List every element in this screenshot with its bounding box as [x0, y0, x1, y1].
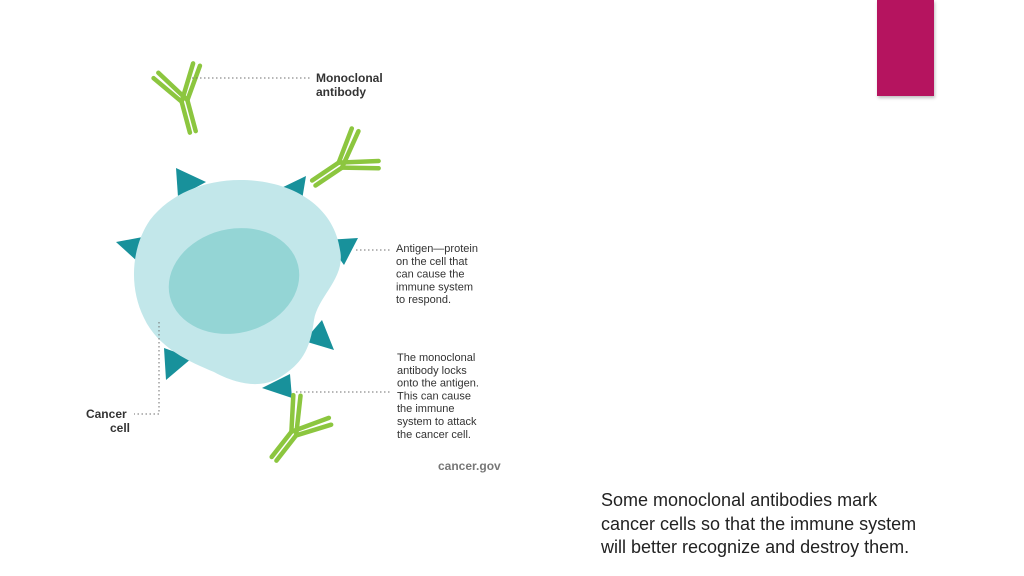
antibody-icon	[309, 126, 381, 188]
label-line: immune system	[396, 281, 473, 293]
label-line: Monoclonal	[316, 71, 383, 85]
label-line: can cause the	[396, 269, 465, 281]
label-line: cell	[110, 421, 130, 435]
slide-caption: Some monoclonal antibodies mark cancer c…	[601, 489, 1001, 560]
leader-lines	[134, 77, 392, 415]
cancer-cell	[116, 168, 358, 398]
caption-line: Some monoclonal antibodies mark	[601, 490, 878, 510]
leader-cancer-cell	[134, 322, 160, 415]
antigen-spike	[262, 374, 292, 398]
label-antigen: Antigen—protein on the cell that can cau…	[396, 243, 481, 306]
label-cancer-cell: Cancer cell	[86, 407, 130, 435]
antibody-top-right	[309, 126, 381, 188]
label-line: Antigen—protein	[396, 243, 478, 255]
accent-bar	[877, 0, 934, 96]
antigen-spike	[304, 320, 334, 350]
cell-nucleus	[168, 228, 300, 334]
antibody-icon	[151, 61, 203, 135]
label-line: The monoclonal	[397, 352, 475, 364]
label-line: This can cause	[397, 390, 471, 402]
label-line: Cancer	[86, 407, 127, 421]
label-line: to respond.	[396, 294, 451, 306]
antibody-icon	[269, 392, 334, 463]
label-monoclonal-antibody: Monoclonal antibody	[316, 71, 386, 99]
label-antibody-locks: The monoclonal antibody locks onto the a…	[397, 352, 482, 441]
label-line: the immune	[397, 403, 454, 415]
label-line: system to attack	[397, 416, 477, 428]
antibody-bottom-bound	[269, 392, 334, 463]
caption-line: will better recognize and destroy them.	[601, 537, 910, 557]
antibody-top-left	[151, 61, 203, 135]
label-line: the cancer cell.	[397, 429, 471, 441]
caption-line: cancer cells so that the immune system	[601, 513, 917, 534]
credit-cancer-gov: cancer.gov	[438, 459, 501, 473]
antigen-spike	[176, 168, 206, 197]
label-line: on the cell that	[396, 256, 468, 268]
label-line: onto the antigen.	[397, 378, 479, 390]
label-line: antibody	[316, 85, 366, 99]
label-line: antibody locks	[397, 365, 467, 377]
